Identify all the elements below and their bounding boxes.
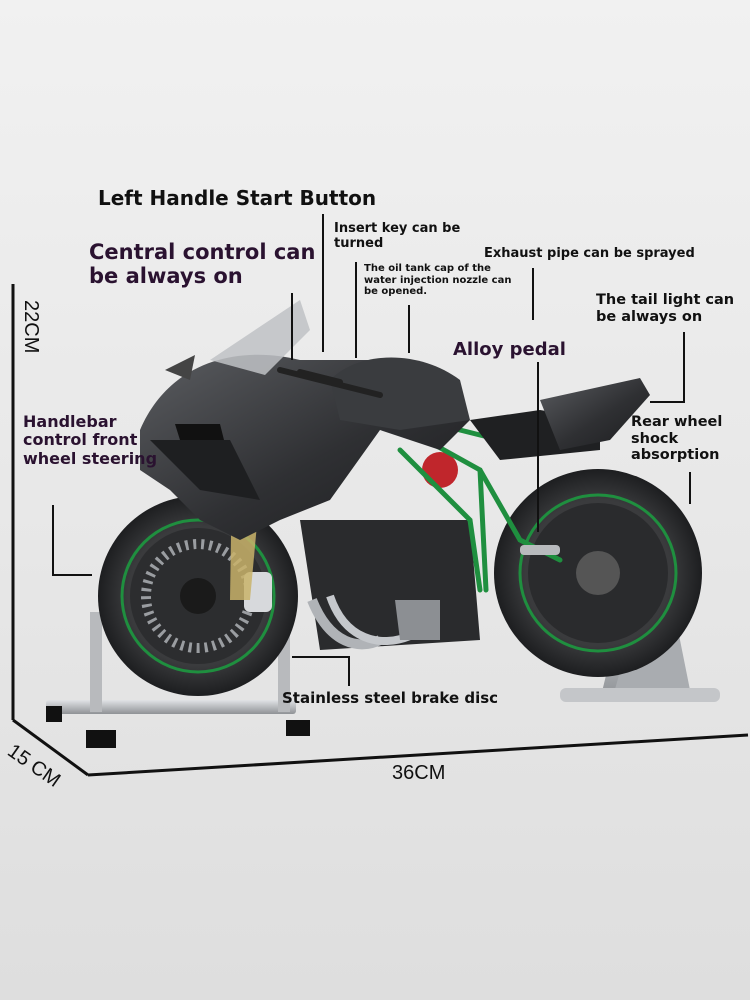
dimension-lines	[11, 284, 749, 777]
label-left-handle-start: Left Handle Start Button	[98, 186, 377, 210]
callout-line-insert-key	[355, 262, 357, 358]
footpeg	[520, 545, 560, 555]
callout-line-central	[291, 293, 293, 360]
callout-line-tail-light	[683, 332, 685, 402]
callout-line-oil-tank	[408, 305, 410, 353]
fuel-tank	[330, 357, 470, 430]
tail-section	[470, 378, 650, 460]
label-central-control: Central control can be always on	[89, 240, 316, 289]
callout-line-rear-wheel	[689, 472, 691, 504]
label-brake-disc: Stainless steel brake disc	[282, 689, 499, 707]
label-handlebar-steering: Handlebar control front wheel steering	[23, 412, 158, 468]
callout-line-exhaust	[532, 268, 534, 320]
callout-line-tail-light-h	[650, 401, 685, 403]
callout-line-brake	[292, 656, 348, 658]
label-tail-light: The tail light can be always on	[596, 292, 735, 325]
label-oil-tank-cap: The oil tank cap of the water injection …	[364, 263, 512, 297]
label-rear-wheel: Rear wheel shock absorption	[631, 414, 723, 464]
label-alloy-pedal: Alloy pedal	[453, 339, 566, 360]
dimension-length: 36CM	[392, 762, 446, 784]
dimension-height: 22CM	[20, 300, 42, 354]
label-exhaust: Exhaust pipe can be sprayed	[484, 246, 695, 261]
callout-line-alloy-pedal	[537, 362, 539, 532]
label-insert-key: Insert key can be turned	[334, 221, 461, 251]
callout-line-handlebar	[52, 505, 54, 575]
callout-line-handlebar-h	[52, 574, 92, 576]
handlebars	[277, 367, 383, 398]
callout-line-brake-v	[348, 656, 350, 686]
rear-wheel	[494, 469, 702, 677]
windscreen	[210, 300, 310, 375]
callout-line-left-handle	[322, 214, 324, 352]
